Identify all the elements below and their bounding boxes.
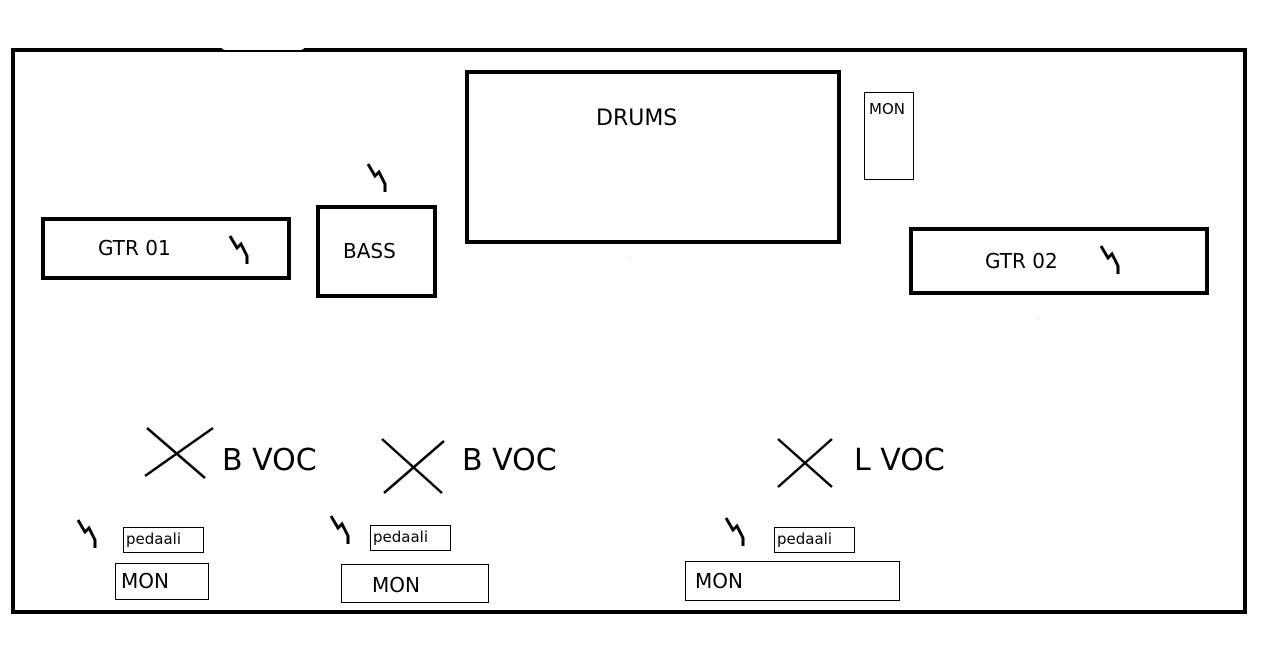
stage-outline <box>11 48 1247 614</box>
pedalboard-label: pedaali <box>126 530 181 548</box>
mic-stand-cross <box>777 438 833 488</box>
power-outlet-icon <box>329 515 350 544</box>
pedalboard-label: pedaali <box>373 528 428 546</box>
guitar-left-label: GTR 01 <box>98 236 171 260</box>
drums-label: DRUMS <box>596 106 678 131</box>
guitar-right-label: GTR 02 <box>985 249 1058 273</box>
stray-dot <box>630 258 631 259</box>
pedalboard-label: pedaali <box>777 530 832 548</box>
vocal-label: L VOC <box>854 443 945 478</box>
power-outlet-icon <box>76 519 97 548</box>
power-outlet-icon <box>228 235 249 264</box>
power-outlet-icon <box>366 163 387 192</box>
floor-monitor-label: MON <box>695 569 743 593</box>
stray-dot <box>1038 318 1039 319</box>
drum-monitor-label: MON <box>869 100 905 118</box>
power-outlet-icon <box>724 517 745 546</box>
pedalboard <box>123 527 204 553</box>
drums-riser <box>465 70 841 244</box>
floor-monitor-label: MON <box>372 573 420 597</box>
pedalboard <box>774 527 855 553</box>
mic-stand-cross <box>381 438 445 494</box>
drum-monitor <box>864 92 914 180</box>
vocal-label: B VOC <box>462 443 557 478</box>
stage-notch <box>220 44 306 50</box>
floor-monitor <box>115 563 209 600</box>
guitar-right-amp <box>909 227 1209 295</box>
floor-monitor-label: MON <box>121 569 169 593</box>
bass-label: BASS <box>343 239 396 263</box>
power-outlet-icon <box>1099 245 1120 274</box>
mic-stand-cross <box>144 426 214 479</box>
guitar-left-amp <box>41 217 291 280</box>
bass-amp <box>316 205 437 298</box>
pedalboard <box>370 525 451 551</box>
floor-monitor <box>685 561 900 601</box>
floor-monitor <box>341 564 489 603</box>
vocal-label: B VOC <box>222 443 317 478</box>
